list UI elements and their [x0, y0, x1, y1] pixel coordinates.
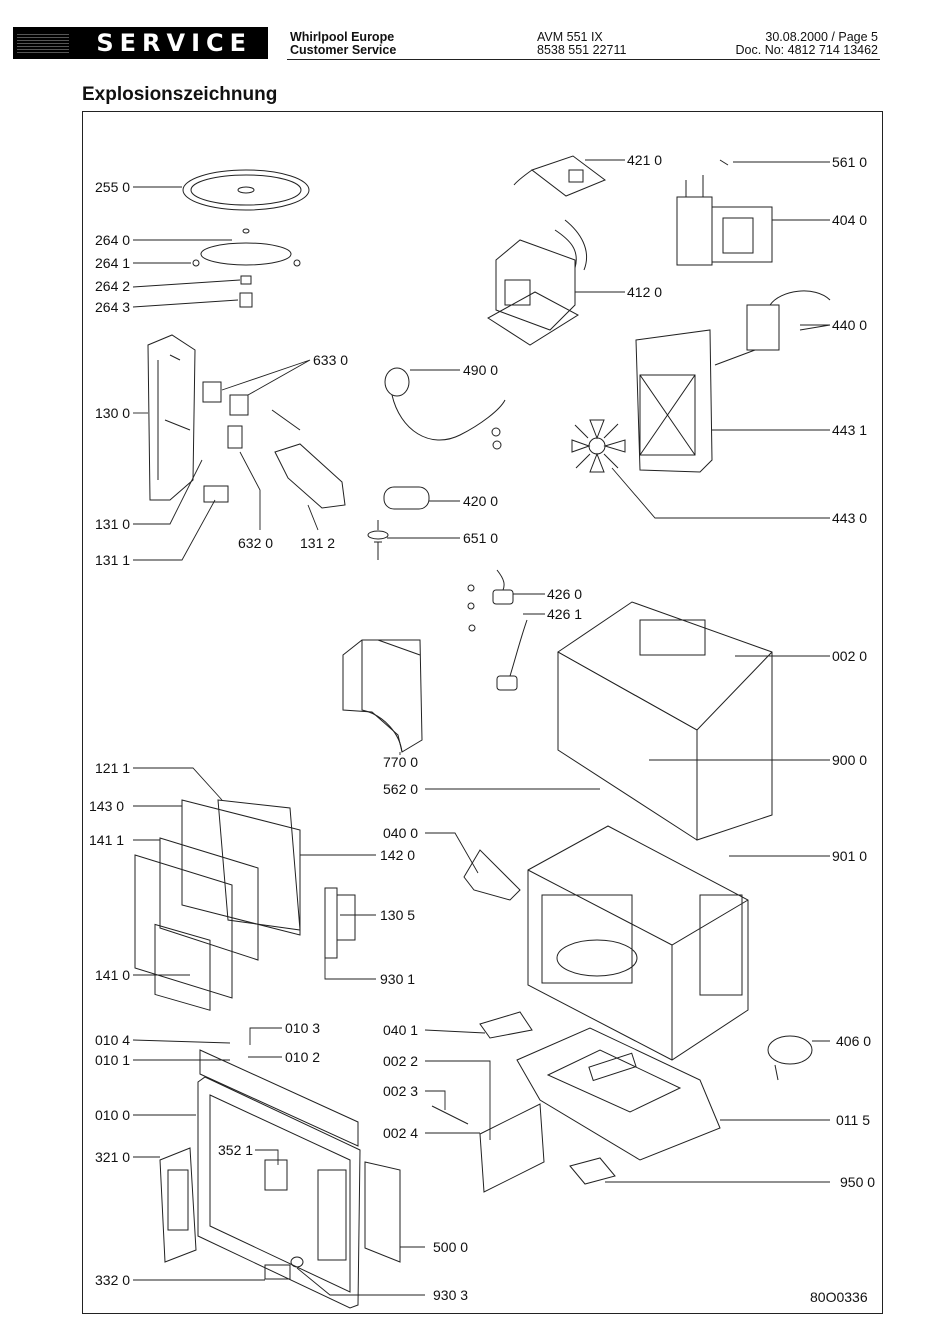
air-duct-drawing [342, 639, 423, 753]
cover-plate-drawing [431, 1103, 616, 1193]
drawing-code: 80O0336 [810, 1289, 868, 1305]
hinge-bracket-drawing [463, 849, 533, 1039]
part-label: 010 0 [95, 1107, 130, 1123]
part-label: 352 1 [218, 1142, 253, 1158]
part-label: 632 0 [238, 535, 273, 551]
magnetron-drawing [676, 159, 773, 266]
control-panel-drawing [159, 1147, 197, 1263]
part-label: 420 0 [463, 493, 498, 509]
part-label: 002 4 [383, 1125, 418, 1141]
model-name: AVM 551 IX [537, 30, 603, 44]
part-label: 440 0 [832, 317, 867, 333]
service-banner: SERVICE [13, 27, 268, 59]
part-label: 412 0 [627, 284, 662, 300]
fan-blade-drawing [571, 419, 626, 473]
base-plate-drawing [516, 1027, 721, 1161]
fan-housing-drawing [635, 329, 756, 473]
leader-lines [132, 159, 830, 1296]
part-label: 255 0 [95, 179, 130, 195]
part-label: 264 3 [95, 299, 130, 315]
company-line2: Customer Service [290, 43, 397, 57]
part-label: 490 0 [463, 362, 498, 378]
date-page: 30.08.2000 / Page 5 [765, 30, 878, 44]
micro-switch-drawing [202, 381, 301, 449]
part-label: 010 1 [95, 1052, 130, 1068]
part-label: 500 0 [433, 1239, 468, 1255]
transformer-drawing [487, 219, 588, 346]
part-label: 562 0 [383, 781, 418, 797]
front-frame-drawing [197, 1049, 361, 1309]
part-label: 321 0 [95, 1149, 130, 1165]
cavity-chassis-drawing [527, 825, 749, 1061]
part-label: 264 1 [95, 255, 130, 271]
part-label: 143 0 [89, 798, 124, 814]
part-label: 901 0 [832, 848, 867, 864]
part-label: 443 0 [832, 510, 867, 526]
door-panels-drawing [134, 799, 301, 1011]
part-label: 426 1 [547, 606, 582, 622]
part-label: 010 4 [95, 1032, 130, 1048]
fan-motor-drawing [746, 290, 831, 351]
circuit-board-drawing [364, 1161, 401, 1263]
outer-cabinet-drawing [557, 601, 773, 841]
latch-lever-drawing [203, 443, 346, 509]
model-code: 8538 551 22711 [537, 43, 627, 57]
part-label: 930 1 [380, 971, 415, 987]
turntable-plate-drawing [182, 169, 310, 211]
roller-ring-drawing [192, 228, 301, 308]
page-title: Explosionszeichnung [82, 84, 278, 105]
header-rule [287, 59, 880, 60]
stirrer-motor-drawing [767, 1035, 813, 1081]
part-label: 950 0 [840, 1174, 875, 1190]
part-label: 264 2 [95, 278, 130, 294]
part-label: 130 5 [380, 907, 415, 923]
knob-drawing [264, 1256, 304, 1280]
switch-holder-drawing [147, 334, 196, 501]
part-label: 040 1 [383, 1022, 418, 1038]
part-label: 561 0 [832, 154, 867, 170]
part-label: 930 3 [433, 1287, 468, 1303]
part-labels: 255 0 264 0 264 1 264 2 264 3 421 0 561 … [89, 152, 875, 1305]
part-label: 040 0 [383, 825, 418, 841]
part-label: 002 0 [832, 648, 867, 664]
part-label: 264 0 [95, 232, 130, 248]
part-label: 131 0 [95, 516, 130, 532]
part-label: 404 0 [832, 212, 867, 228]
part-label: 426 0 [547, 586, 582, 602]
part-label: 770 0 [383, 754, 418, 770]
fuse-drawing [467, 569, 528, 691]
part-label: 011 5 [836, 1112, 870, 1128]
part-label: 900 0 [832, 752, 867, 768]
control-board-drawing [513, 155, 607, 197]
part-label: 443 1 [832, 422, 867, 438]
part-label: 130 0 [95, 405, 130, 421]
part-label: 332 0 [95, 1272, 130, 1288]
part-label: 131 2 [300, 535, 335, 551]
part-label: 010 3 [285, 1020, 320, 1036]
part-label: 141 0 [95, 967, 130, 983]
power-cord-drawing [384, 367, 506, 450]
part-label: 141 1 [89, 832, 124, 848]
document-number: Doc. No: 4812 714 13462 [735, 43, 878, 57]
drawing-frame [82, 111, 883, 1314]
part-label: 406 0 [836, 1033, 871, 1049]
company-line1: Whirlpool Europe [290, 30, 395, 44]
part-label: 651 0 [463, 530, 498, 546]
part-label: 131 1 [95, 552, 130, 568]
lamp-drawing [367, 520, 389, 560]
part-label: 142 0 [380, 847, 415, 863]
capacitor-drawing [383, 486, 430, 510]
door-catch-drawing [324, 887, 356, 959]
part-label: 633 0 [313, 352, 348, 368]
part-label: 421 0 [627, 152, 662, 168]
part-label: 010 2 [285, 1049, 320, 1065]
part-label: 002 3 [383, 1083, 418, 1099]
part-label: 002 2 [383, 1053, 418, 1069]
part-label: 121 1 [95, 760, 130, 776]
